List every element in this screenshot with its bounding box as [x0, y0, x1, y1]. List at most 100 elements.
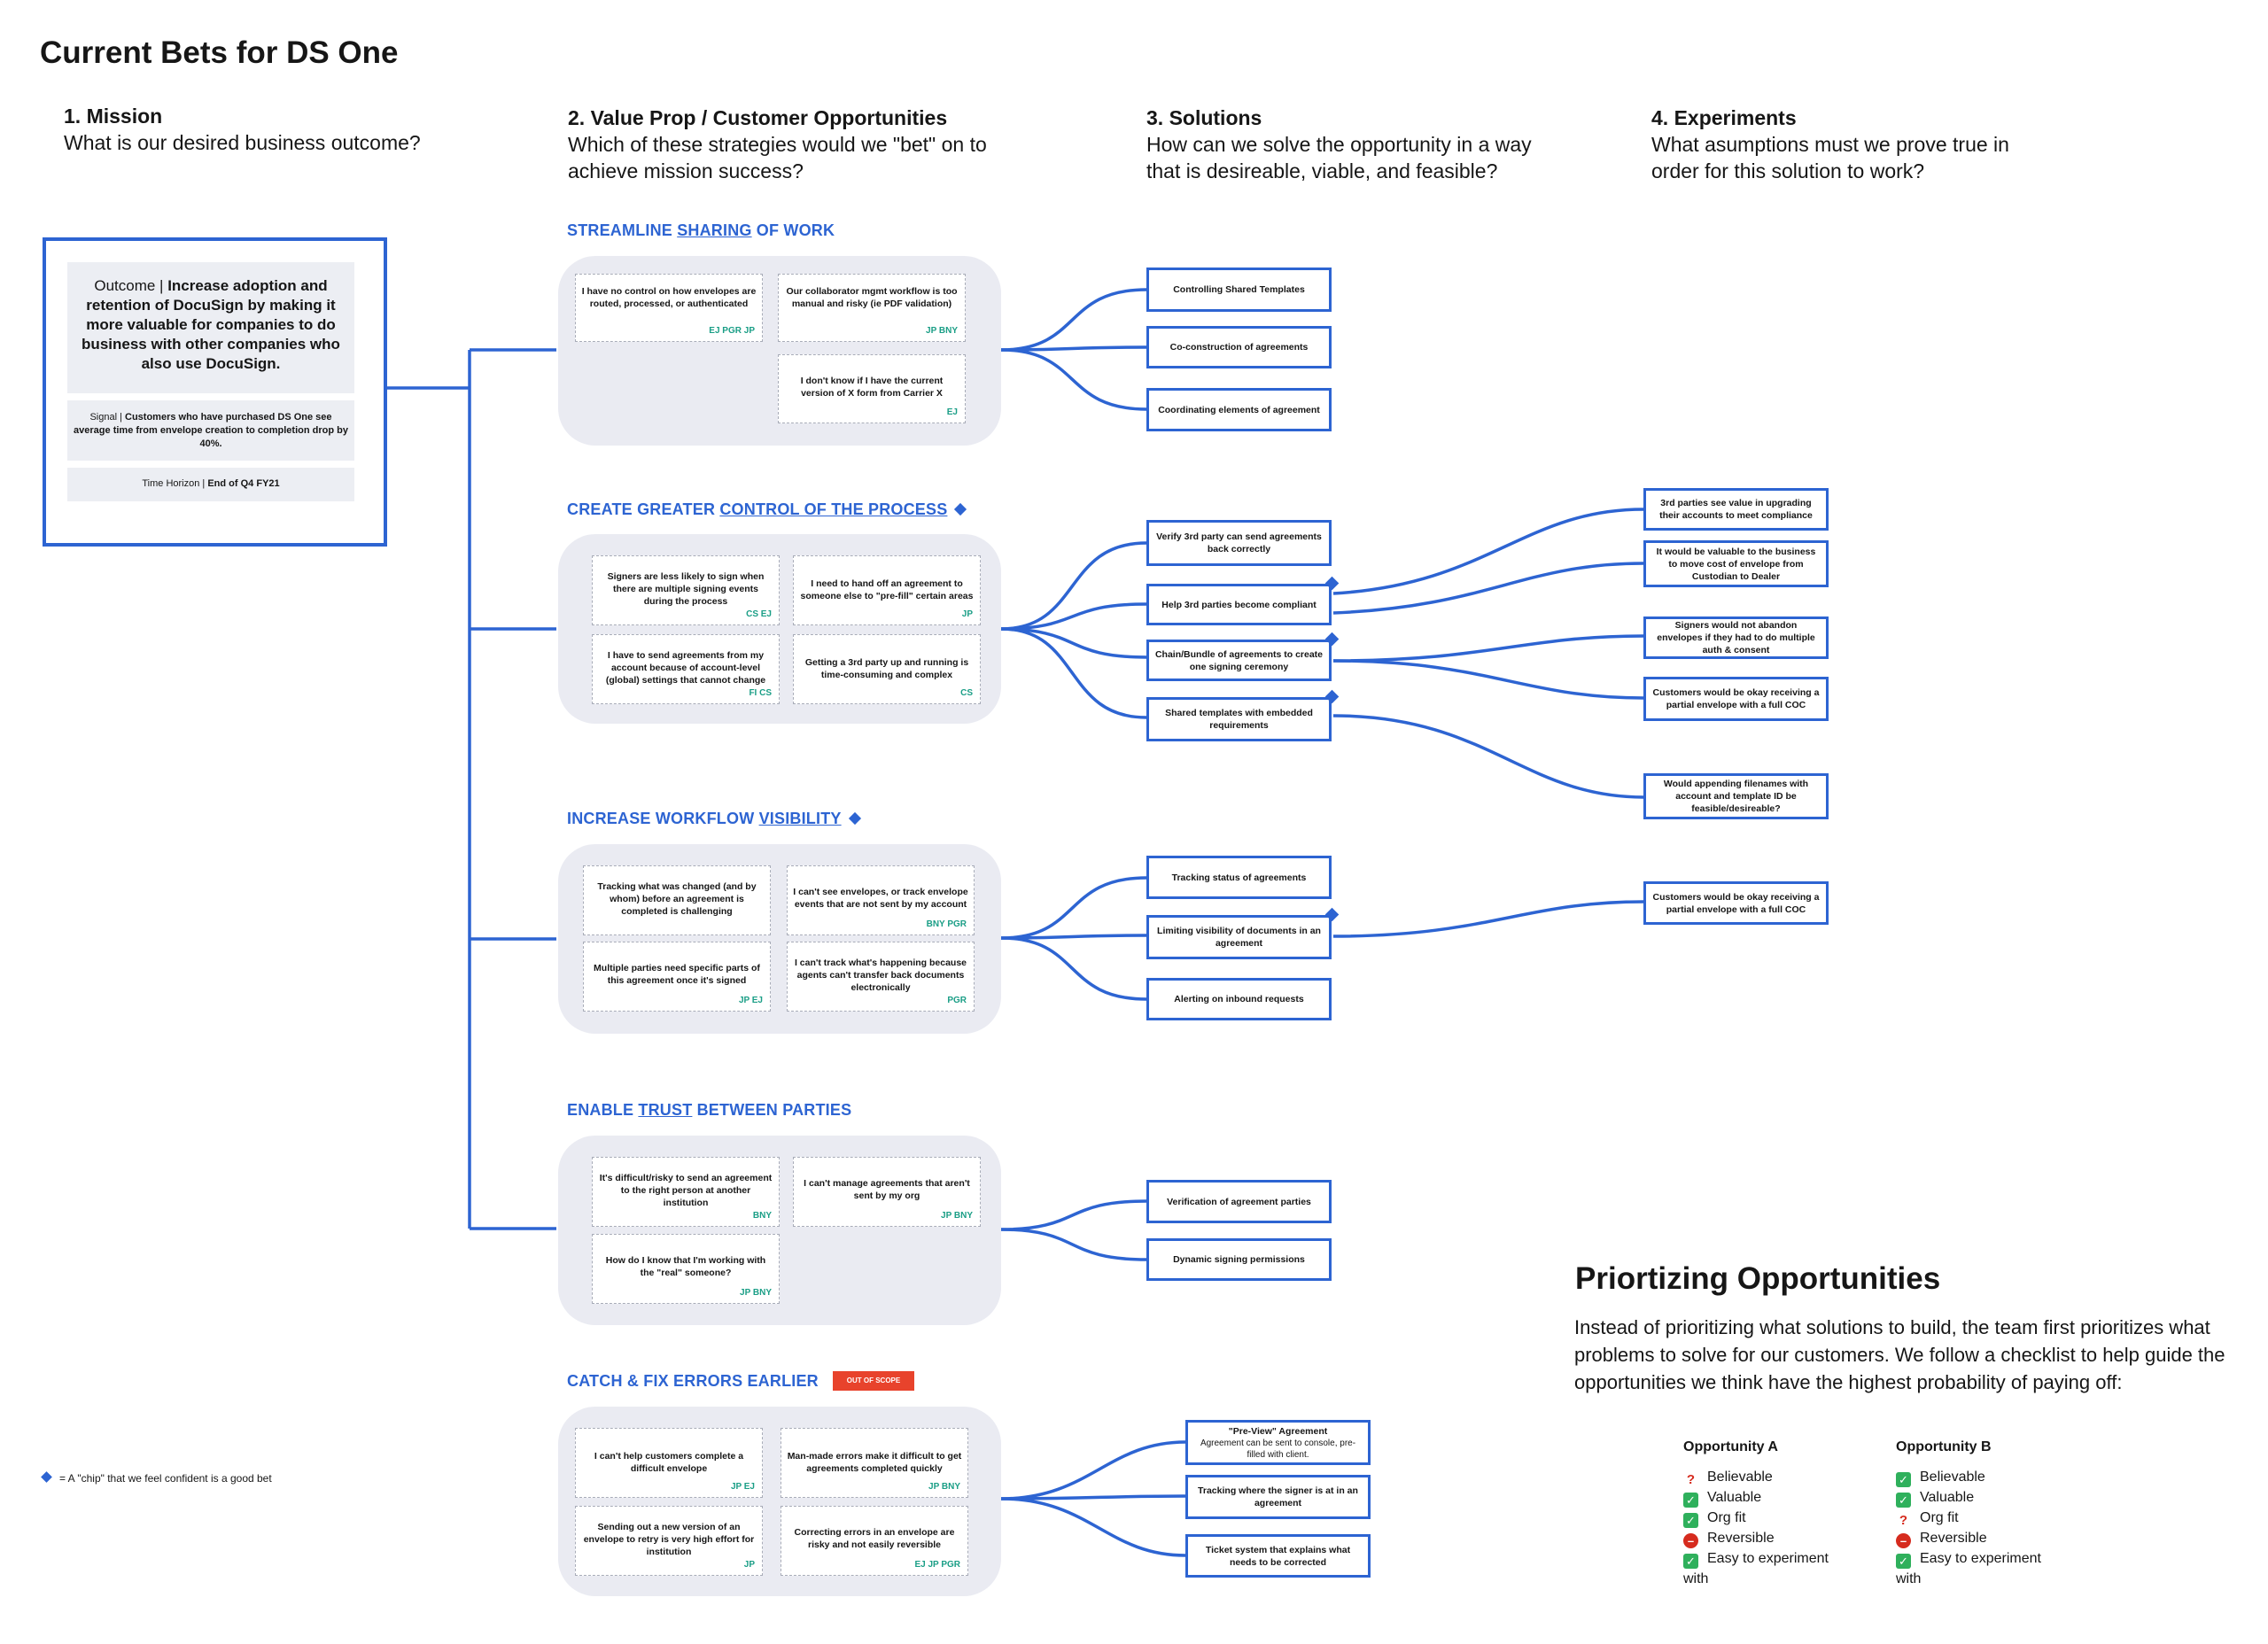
solution-card[interactable]: "Pre-View" Agreement Agreement can be se…: [1185, 1420, 1371, 1465]
mission-card[interactable]: Outcome | Increase adoption and retentio…: [43, 237, 387, 547]
opportunity-text: It's difficult/risky to send an agreemen…: [599, 1173, 773, 1208]
opportunity-text: Getting a 3rd party up and running is ti…: [804, 657, 969, 680]
opportunity-text: I have to send agreements from my accoun…: [605, 650, 766, 686]
opportunity-card[interactable]: I can't see envelopes, or track envelope…: [787, 865, 975, 935]
opportunity-tags: EJ: [946, 407, 958, 417]
opportunity-card[interactable]: I can't manage agreements that aren't se…: [793, 1157, 981, 1227]
solution-card[interactable]: Tracking status of agreements: [1146, 856, 1332, 899]
opportunity-text: Tracking what was changed (and by whom) …: [597, 881, 757, 917]
solution-card[interactable]: Controlling Shared Templates: [1146, 268, 1332, 312]
opportunity-text: I can't help customers complete a diffic…: [594, 1451, 744, 1474]
opportunity-text: How do I know that I'm working with the …: [605, 1255, 766, 1278]
checklist-item: –Reversible: [1683, 1528, 1878, 1548]
opportunity-text: Correcting errors in an envelope are ris…: [794, 1527, 955, 1550]
checklist-item: ✓Valuable: [1683, 1487, 1878, 1508]
opportunity-card[interactable]: I don't know if I have the current versi…: [778, 354, 966, 423]
opportunity-card[interactable]: Correcting errors in an envelope are ris…: [781, 1506, 968, 1576]
checklist-item: ✓Easy to experiment with: [1683, 1548, 1852, 1589]
opportunity-card[interactable]: Our collaborator mgmt workflow is too ma…: [778, 274, 966, 342]
opportunity-text: I have no control on how envelopes are r…: [581, 286, 757, 309]
opportunity-card[interactable]: I can't help customers complete a diffic…: [575, 1428, 763, 1498]
theme-title-underlined: TRUST: [638, 1101, 693, 1119]
experiment-card[interactable]: 3rd parties see value in upgrading their…: [1643, 488, 1829, 531]
chip-diamond-icon: [954, 502, 967, 516]
column-heading-question: What is our desired business outcome?: [64, 131, 421, 154]
solution-card[interactable]: Shared templates with embedded requireme…: [1146, 697, 1332, 741]
solution-card[interactable]: Dynamic signing permissions: [1146, 1238, 1332, 1281]
solution-card[interactable]: Verification of agreement parties: [1146, 1180, 1332, 1223]
checklist-label: Easy to experiment with: [1896, 1551, 2041, 1586]
mission-signal: Signal | Customers who have purchased DS…: [67, 400, 354, 461]
checklist-label: Easy to experiment with: [1683, 1551, 1829, 1586]
experiment-card[interactable]: Signers would not abandon envelopes if t…: [1643, 616, 1829, 659]
checklist-title: Opportunity A: [1683, 1439, 1778, 1454]
opportunity-card[interactable]: Sending out a new version of an envelope…: [575, 1506, 763, 1576]
question-mark-icon: ?: [1899, 1513, 1908, 1528]
theme-title-underlined: SHARING: [677, 221, 752, 239]
checklist-item: ✓Valuable: [1896, 1487, 2091, 1508]
column-heading-solutions: 3. Solutions How can we solve the opport…: [1146, 105, 1554, 184]
experiment-card[interactable]: It would be valuable to the business to …: [1643, 540, 1829, 587]
legend-text: = A "chip" that we feel confident is a g…: [59, 1472, 272, 1485]
checklist-item: ✓Believable: [1896, 1467, 2091, 1487]
theme-title-visibility[interactable]: INCREASE WORKFLOW VISIBILITY: [567, 810, 861, 828]
opportunity-card[interactable]: Tracking what was changed (and by whom) …: [583, 865, 771, 935]
checklist-title: Opportunity B: [1896, 1439, 1992, 1454]
question-mark-icon: ?: [1686, 1472, 1696, 1487]
opportunity-card[interactable]: Getting a 3rd party up and running is ti…: [793, 634, 981, 704]
legend: = A "chip" that we feel confident is a g…: [41, 1471, 272, 1485]
solution-card[interactable]: Co-construction of agreements: [1146, 326, 1332, 368]
opportunity-card[interactable]: Multiple parties need specific parts of …: [583, 942, 771, 1012]
opportunity-tags: JP BNY: [926, 326, 958, 336]
outcome-label: Outcome |: [94, 277, 164, 294]
checklist-label: Reversible: [1920, 1531, 1987, 1546]
column-heading-value-prop: 2. Value Prop / Customer Opportunities W…: [568, 105, 1029, 184]
check-icon: ✓: [1896, 1472, 1911, 1487]
theme-title-text: ENABLE: [567, 1101, 639, 1119]
opportunity-text: Sending out a new version of an envelope…: [583, 1522, 755, 1557]
opportunity-tags: JP BNY: [928, 1482, 960, 1492]
opportunity-tags: JP EJ: [738, 996, 763, 1005]
opportunity-card[interactable]: I can't track what's happening because a…: [787, 942, 975, 1012]
solution-card[interactable]: Limiting visibility of documents in an a…: [1146, 915, 1332, 959]
solution-card[interactable]: Ticket system that explains what needs t…: [1185, 1534, 1371, 1578]
opportunity-card[interactable]: I have to send agreements from my accoun…: [592, 634, 780, 704]
solution-card[interactable]: Coordinating elements of agreement: [1146, 388, 1332, 431]
theme-title-trust[interactable]: ENABLE TRUST BETWEEN PARTIES: [567, 1101, 851, 1120]
opportunity-text: Man-made errors make it difficult to get…: [787, 1451, 962, 1474]
experiment-card[interactable]: Customers would be okay receiving a part…: [1643, 677, 1829, 721]
theme-title-errors[interactable]: CATCH & FIX ERRORS EARLIER: [567, 1372, 819, 1391]
checklist-label: Org fit: [1920, 1510, 1959, 1525]
column-heading-question: How can we solve the opportunity in a wa…: [1146, 133, 1532, 182]
experiment-card[interactable]: Customers would be okay receiving a part…: [1643, 881, 1829, 925]
opportunity-card[interactable]: Signers are less likely to sign when the…: [592, 555, 780, 625]
solution-card[interactable]: Tracking where the signer is at in an ag…: [1185, 1475, 1371, 1519]
theme-title-sharing[interactable]: STREAMLINE SHARING OF WORK: [567, 221, 835, 240]
check-icon: ✓: [1683, 1493, 1698, 1508]
board-title: Current Bets for DS One: [40, 35, 399, 70]
column-heading-title: 1. Mission: [64, 105, 163, 128]
opportunity-card[interactable]: How do I know that I'm working with the …: [592, 1234, 780, 1304]
solution-card[interactable]: Alerting on inbound requests: [1146, 978, 1332, 1020]
outcome-text: Increase adoption and retention of DocuS…: [82, 277, 340, 372]
solution-card[interactable]: Verify 3rd party can send agreements bac…: [1146, 520, 1332, 566]
opportunity-tags: CS EJ: [746, 609, 772, 619]
solution-card[interactable]: Chain/Bundle of agreements to create one…: [1146, 640, 1332, 681]
opportunity-card[interactable]: It's difficult/risky to send an agreemen…: [592, 1157, 780, 1227]
opportunity-tags: PGR: [947, 996, 967, 1005]
checklist-item: ✓Easy to experiment with: [1896, 1548, 2064, 1589]
theme-title-control[interactable]: CREATE GREATER CONTROL OF THE PROCESS: [567, 500, 967, 519]
horizon-text: End of Q4 FY21: [207, 478, 280, 489]
opportunity-card[interactable]: I need to hand off an agreement to someo…: [793, 555, 981, 625]
opportunity-card[interactable]: I have no control on how envelopes are r…: [575, 274, 763, 342]
checklist-item: ?Believable: [1683, 1467, 1878, 1487]
column-heading-title: 3. Solutions: [1146, 106, 1262, 129]
experiment-card[interactable]: Would appending filenames with account a…: [1643, 773, 1829, 819]
theme-title-text: INCREASE WORKFLOW: [567, 810, 759, 827]
solution-card[interactable]: Help 3rd parties become compliant: [1146, 584, 1332, 625]
opportunity-tags: JP BNY: [941, 1211, 973, 1221]
opportunity-tags: JP: [961, 609, 973, 619]
opportunity-card[interactable]: Man-made errors make it difficult to get…: [781, 1428, 968, 1498]
mission-time-horizon: Time Horizon | End of Q4 FY21: [67, 468, 354, 501]
